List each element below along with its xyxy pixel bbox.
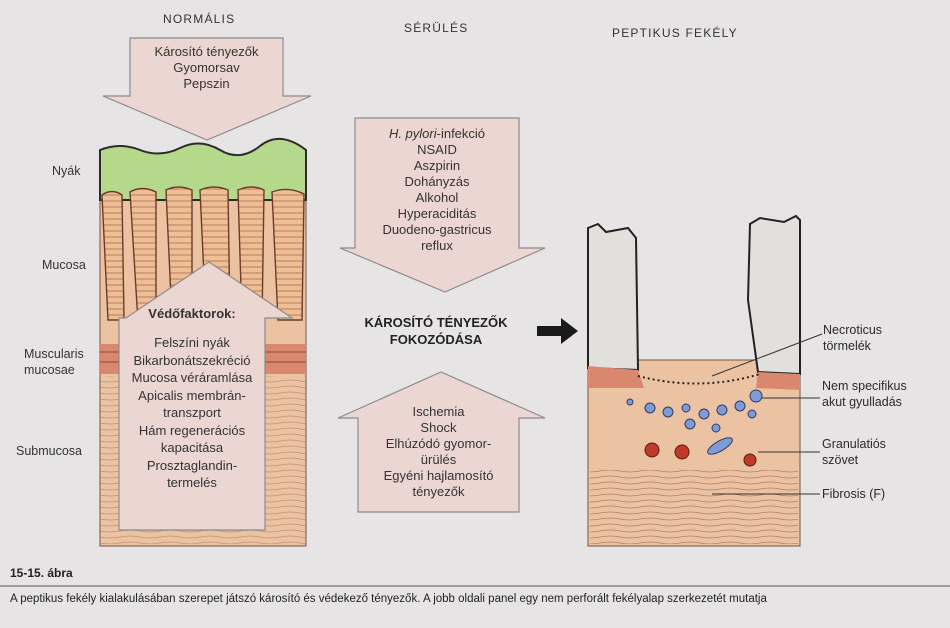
- layer-label-muscularis: Muscularis mucosae: [24, 346, 84, 378]
- center-label-line: KÁROSÍTÓ TÉNYEZŐK: [364, 315, 508, 330]
- injury-decrease-item: tényezők: [412, 484, 465, 499]
- hpylori-italic: H. pylori: [388, 126, 437, 141]
- injury-decrease-list: Ischemia Shock Elhúzódó gyomor- ürülés E…: [358, 404, 519, 500]
- injury-increase-item: Duodeno-gastricus: [382, 222, 492, 237]
- layer-label-muscularis-line: mucosae: [24, 363, 75, 377]
- injury-decrease-item: Ischemia: [412, 404, 465, 419]
- callout-fibrosis: Fibrosis (F): [822, 487, 886, 501]
- protective-factor-item: termelés: [167, 475, 217, 490]
- injury-increase-item: Aszpirin: [413, 158, 461, 173]
- callout-line: akut gyulladás: [822, 395, 902, 409]
- center-label: KÁROSÍTÓ TÉNYEZŐK FOKOZÓDÁSA: [336, 314, 536, 348]
- damaging-factor-item: Pepszin: [183, 76, 230, 91]
- ulcer-tissue-panel: [587, 214, 823, 547]
- damaging-factors-title: Károsító tényezők: [154, 44, 259, 59]
- injury-increase-item: reflux: [421, 238, 453, 253]
- injury-decrease-arrow: [337, 371, 546, 513]
- callout-granulation-tissue: Granulatiós szövet: [822, 436, 886, 468]
- column-title-injury: SÉRÜLÉS: [404, 21, 469, 35]
- protective-factor-item: Hám regenerációs: [138, 422, 246, 438]
- protective-factors-arrow: [118, 261, 294, 531]
- callout-acute-inflammation: Nem specifikus akut gyulladás: [822, 378, 907, 410]
- injury-increase-item: Hyperaciditás: [397, 206, 477, 221]
- figure-id: 15-15. ábra: [10, 566, 73, 580]
- layer-label-submucosa: Submucosa: [16, 444, 83, 458]
- protective-factor-item: Apicalis membrán-: [138, 387, 246, 403]
- layer-label-mucosa: Mucosa: [42, 258, 86, 272]
- layer-label-mucus: Nyák: [52, 164, 81, 178]
- callout-necrotic-debris: Necroticus törmelék: [823, 322, 882, 354]
- injury-increase-item: Dohányzás: [404, 174, 470, 189]
- granulation-vessels: [644, 437, 757, 467]
- injury-decrease-item: ürülés: [420, 452, 457, 467]
- damaging-factors-text: Károsító tényezők Gyomorsav Pepszin: [130, 44, 283, 92]
- injury-increase-arrow: [339, 117, 546, 293]
- protective-factor-item: kapacitása: [160, 440, 224, 455]
- damaging-factors-arrow: [102, 37, 312, 141]
- column-title-ulcer: PEPTIKUS FEKÉLY: [612, 26, 738, 40]
- pointer-arrow: [537, 318, 578, 344]
- protective-factor-item: Bikarbonátszekréció: [133, 352, 251, 368]
- hpylori-suffix: -infekció: [436, 126, 486, 141]
- callout-line: Nem specifikus: [822, 379, 907, 393]
- injury-increase-list: H. pylori-infekció NSAID Aszpirin Dohány…: [355, 126, 519, 254]
- injury-decrease-item: Shock: [420, 420, 457, 435]
- callout-line: Granulatiós: [822, 437, 886, 451]
- column-title-normal: NORMÁLIS: [163, 12, 236, 26]
- callout-line: szövet: [822, 453, 859, 467]
- callout-line: Necroticus: [823, 323, 883, 337]
- damaging-factor-item: Gyomorsav: [173, 60, 240, 75]
- protective-factor-item: Mucosa véráramlása: [131, 370, 253, 385]
- layer-label-muscularis-line: Muscularis: [24, 347, 84, 361]
- figure-caption: A peptikus fekély kialakulásában szerepe…: [10, 593, 767, 605]
- protective-factor-item: Prosztaglandin-: [146, 457, 238, 473]
- injury-decrease-item: Elhúzódó gyomor-: [385, 436, 492, 451]
- injury-decrease-item: Egyéni hajlamosító: [383, 468, 494, 483]
- protective-factors-list: Felszíni nyák Bikarbonátszekréció Mucosa…: [119, 334, 265, 492]
- inflammatory-cells: [626, 389, 763, 433]
- protective-factor-item: Felszíni nyák: [154, 335, 230, 350]
- protective-factors-title: Védőfaktorok:: [148, 306, 236, 321]
- injury-increase-item: H. pylori-infekció: [355, 126, 519, 142]
- center-label-line: FOKOZÓDÁSA: [389, 332, 483, 347]
- injury-increase-item: NSAID: [417, 142, 457, 157]
- callout-line: törmelék: [823, 339, 871, 353]
- protective-factor-item: transzport: [163, 405, 221, 420]
- injury-increase-item: Alkohol: [415, 190, 459, 205]
